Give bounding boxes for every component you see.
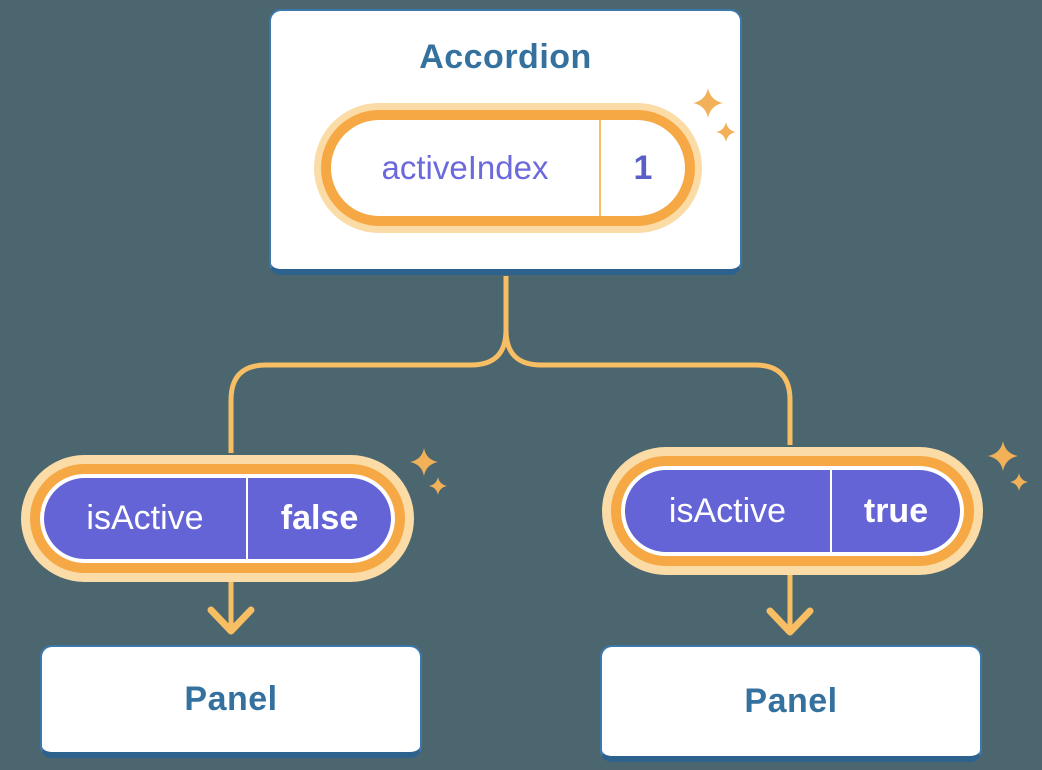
sparkle-icon: [693, 88, 723, 118]
state-value: 1: [599, 120, 685, 216]
prop-name: isActive: [86, 499, 204, 537]
sparkle-icon: [716, 122, 736, 142]
state-pill-activeindex: activeIndex 1: [321, 110, 695, 226]
panel-title: Panel: [184, 680, 278, 718]
panel-card-right: Panel: [600, 645, 982, 762]
accordion-title: Accordion: [419, 38, 592, 76]
arrow-right-head: [766, 607, 814, 636]
sparkle-icon: [1010, 473, 1028, 491]
connector-left-branch: [228, 276, 509, 453]
prop-pill-isactive-right: isActive true: [621, 466, 964, 556]
sparkle-icon: [429, 477, 447, 495]
state-name: activeIndex: [381, 149, 549, 186]
arrow-left-head: [207, 606, 255, 635]
prop-name: isActive: [668, 491, 787, 530]
prop-pill-isactive-left: isActive false: [40, 474, 395, 563]
prop-value: true: [830, 470, 960, 552]
sparkle-icon: [410, 448, 438, 476]
panel-card-left: Panel: [40, 645, 422, 758]
panel-title: Panel: [744, 682, 838, 720]
prop-value: false: [246, 478, 391, 559]
sparkle-icon: [988, 441, 1018, 471]
connector-right-branch: [503, 276, 793, 445]
